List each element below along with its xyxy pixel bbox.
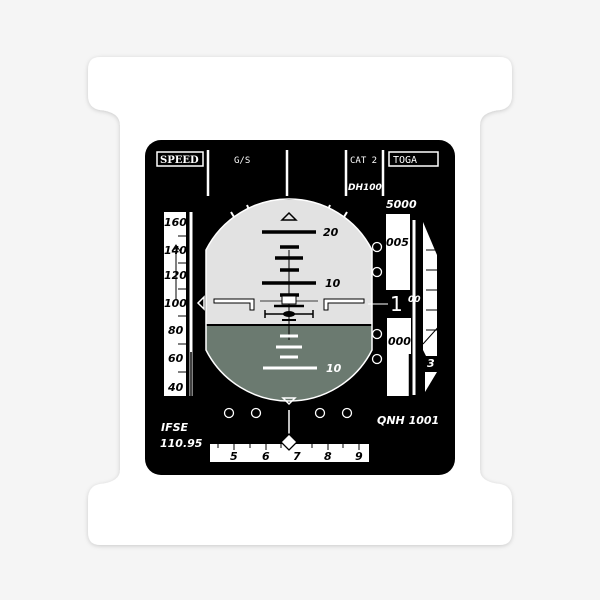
speed-label: 160 <box>164 216 187 229</box>
pitch-label-up-20: 20 <box>323 226 339 239</box>
speed-label: 140 <box>164 244 187 257</box>
aircraft-symbol-icon <box>213 295 365 321</box>
heading-label: 7 <box>293 450 301 463</box>
pitch-label-up-10: 10 <box>325 277 341 290</box>
altitude-current: 1 <box>390 292 403 316</box>
speed-label: 100 <box>164 297 187 310</box>
altitude-upper-label: 005 <box>386 236 409 249</box>
speed-label: 60 <box>168 352 184 365</box>
heading-tape: 5 6 7 8 9 <box>210 433 369 463</box>
speed-mode: SPEED <box>160 155 199 166</box>
heading-bug-icon <box>280 433 298 451</box>
decision-height: DH100 <box>348 183 382 193</box>
speed-label: 120 <box>164 269 187 282</box>
vertical-mode: G/S <box>234 156 250 166</box>
nav-source: IFSE <box>161 421 189 434</box>
speed-tape: 160 140 120 100 80 60 40 <box>164 212 205 396</box>
attitude-indicator: 20 10 10 <box>205 198 388 440</box>
thrust-mode: TOGA <box>393 155 417 166</box>
heading-label: 5 <box>230 450 238 463</box>
speed-pointer-icon <box>196 295 205 311</box>
baro-setting: QNH 1001 <box>377 414 439 427</box>
approach-cat: CAT 2 <box>350 156 377 166</box>
deviation-dots <box>223 241 383 419</box>
nav-frequency: 110.95 <box>160 437 203 450</box>
speed-label: 40 <box>167 381 184 394</box>
vertical-speed-label: 3 <box>427 357 435 370</box>
heading-label: 6 <box>262 450 270 463</box>
fma-row: SPEED G/S CAT 2 TOGA DH100 <box>156 150 439 196</box>
heading-label: 8 <box>324 450 332 463</box>
speed-label: 80 <box>168 324 184 337</box>
altitude-top-label: 5000 <box>386 198 417 211</box>
pitch-label-down-10: 10 <box>326 362 342 375</box>
altitude-tape: 5000 005 1 00 000 3 <box>386 198 442 396</box>
altitude-lower-label: 000 <box>388 335 411 348</box>
heading-label: 9 <box>355 450 363 463</box>
vertical-speed-scale <box>423 222 437 356</box>
